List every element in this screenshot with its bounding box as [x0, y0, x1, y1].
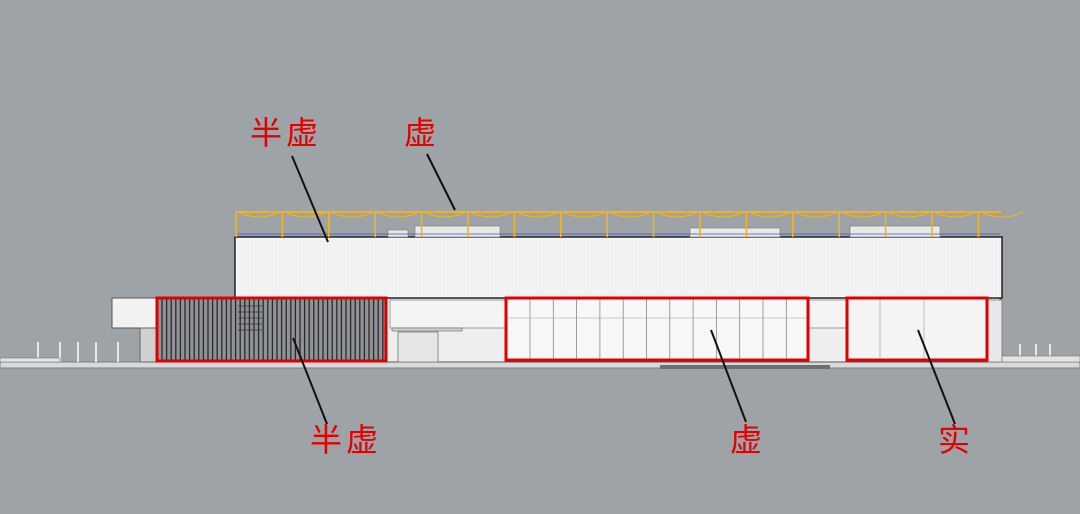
label-solid-bottom: 实: [938, 421, 975, 459]
label-void-top: 虚: [404, 114, 441, 152]
left-wing-volume: [111, 297, 161, 329]
railing-cable: [376, 211, 420, 218]
railing-cable: [980, 211, 1024, 218]
railing-cable: [330, 211, 374, 218]
left-ramp: [0, 357, 61, 363]
upper-facade-band: [234, 236, 1003, 299]
leader-bottom-right: [917, 329, 956, 425]
entry-canopy: [391, 327, 463, 332]
railing-cable: [655, 211, 699, 218]
railing-cable: [469, 211, 513, 218]
leader-top-left: [291, 155, 329, 243]
railing-cable: [748, 211, 792, 218]
louvre-stair-graphic: [238, 305, 262, 331]
right-side-volume: [807, 299, 847, 329]
solid-wall-panel: [847, 298, 988, 360]
railing-cable: [423, 211, 467, 218]
railing-cable: [887, 211, 931, 218]
leader-lines: [291, 153, 956, 425]
railing-cable: [284, 211, 328, 218]
right-end-volume: [987, 299, 1003, 363]
glass-mullions: [506, 299, 808, 359]
railing-cable: [516, 211, 560, 218]
right-ramp: [999, 355, 1080, 363]
highlight-frame-louvre: [155, 296, 388, 363]
leader-top-right: [426, 153, 456, 211]
railing-cable: [933, 211, 977, 218]
railing-cable: [701, 211, 745, 218]
ground-slab: [0, 361, 1080, 369]
label-void-bottom: 虚: [730, 421, 767, 459]
highlight-frame-glass: [504, 296, 810, 362]
entry-volume: [389, 299, 506, 329]
leader-bottom-left: [292, 337, 328, 425]
upper-facade-perforation: [239, 239, 1000, 296]
ground-shadow: [660, 365, 830, 369]
railing-cable: [237, 211, 281, 218]
leader-bottom-middle: [710, 329, 747, 423]
railing-cable: [562, 211, 606, 218]
label-semi-void-top: 半虚: [250, 114, 323, 152]
glass-curtain-wall: [505, 298, 809, 360]
railing-cable: [608, 211, 652, 218]
roof-railing: [235, 211, 1024, 237]
railing-cable: [840, 211, 884, 218]
highlight-frame-solid: [845, 296, 989, 362]
louvre-fins: [161, 299, 384, 360]
label-semi-void-bottom: 半虚: [310, 421, 383, 459]
railing-cable: [794, 211, 838, 218]
entry-door: [397, 331, 439, 363]
rooftop-equipment: [387, 225, 941, 238]
